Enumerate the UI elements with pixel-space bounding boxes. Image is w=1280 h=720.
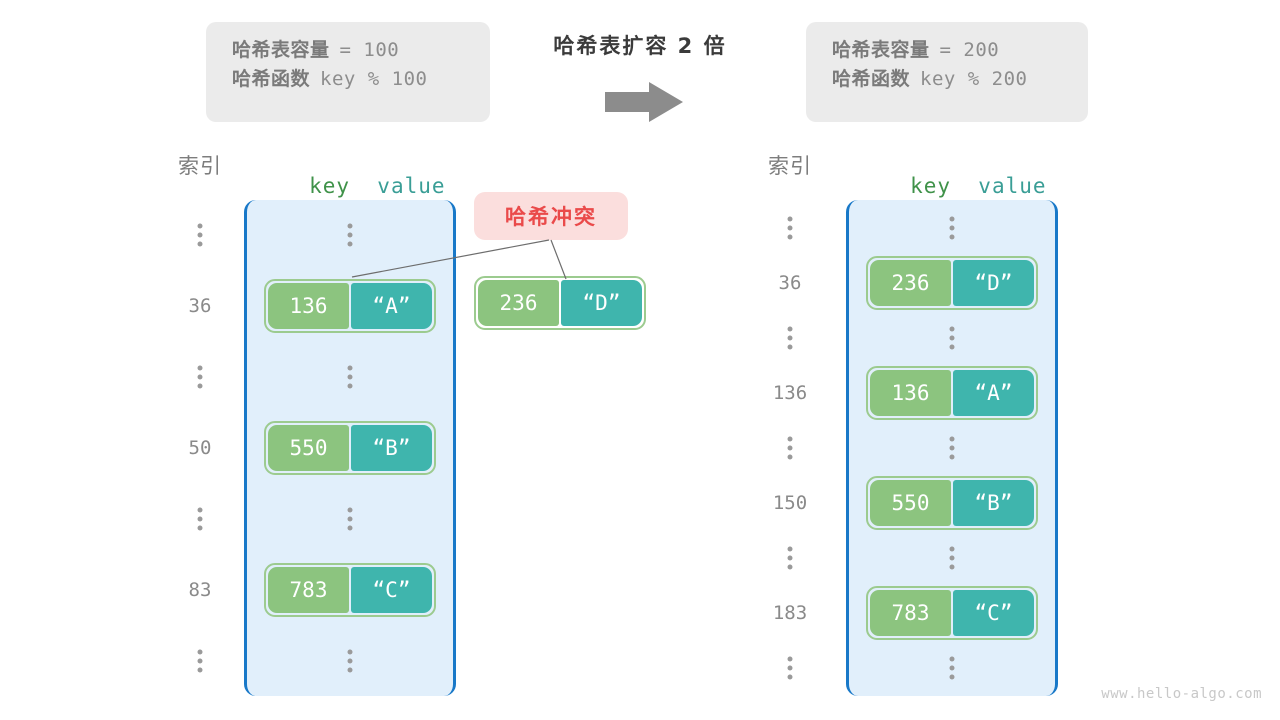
bucket-ellipsis — [949, 546, 955, 570]
table-entry: 550“B” — [264, 421, 436, 475]
index-ellipsis — [197, 223, 203, 247]
index-label: 150 — [772, 492, 808, 515]
leader-line-to-236 — [550, 239, 567, 280]
left-kv-header: key value — [245, 150, 455, 222]
left-function-line: 哈希函数 key % 100 — [232, 65, 464, 94]
table-entry: 136“A” — [264, 279, 436, 334]
right-capacity-value: = 200 — [939, 39, 1000, 61]
left-function-label: 哈希函数 — [232, 68, 311, 91]
right-function-value: key % 200 — [920, 68, 1028, 91]
bucket-ellipsis — [347, 507, 353, 531]
left-index-header: 索引 — [178, 154, 222, 178]
collision-entry-value: “D” — [561, 280, 642, 326]
table-entry: 550“B” — [866, 476, 1038, 531]
bucket-ellipsis — [949, 216, 955, 240]
bucket-ellipsis — [949, 656, 955, 680]
right-capacity-line: 哈希表容量 = 200 — [832, 36, 1062, 65]
transform-title: 哈希表扩容 2 倍 — [553, 34, 727, 58]
left-hashtable-info-box: 哈希表容量 = 100 哈希函数 key % 100 — [206, 22, 490, 122]
bucket-ellipsis — [949, 436, 955, 460]
right-kv-header: key value — [846, 150, 1056, 222]
bucket-ellipsis — [347, 365, 353, 389]
entry-value: “B” — [351, 425, 432, 471]
index-label: 83 — [188, 578, 212, 601]
table-entry: 136“A” — [866, 365, 1038, 420]
index-label: 36 — [778, 271, 802, 294]
right-value-header: value — [978, 174, 1047, 198]
index-label: 50 — [188, 437, 212, 459]
entry-value: “A” — [953, 369, 1034, 416]
entry-key: 136 — [268, 283, 349, 330]
entry-key: 236 — [870, 259, 951, 306]
right-key-header: key — [910, 174, 951, 198]
index-label: 36 — [188, 295, 212, 318]
left-key-header: key — [309, 174, 350, 198]
right-function-label: 哈希函数 — [832, 68, 911, 91]
index-ellipsis — [787, 546, 793, 570]
entry-key: 783 — [268, 566, 349, 613]
entry-value: “C” — [953, 590, 1034, 637]
table-entry: 783“C” — [866, 586, 1038, 641]
entry-key: 783 — [870, 590, 951, 637]
index-ellipsis — [787, 216, 793, 240]
collision-entry: 236 “D” — [474, 276, 646, 330]
index-ellipsis — [787, 436, 793, 460]
right-index-header: 索引 — [768, 154, 812, 178]
index-ellipsis — [197, 365, 203, 389]
bucket-ellipsis — [347, 649, 353, 673]
site-watermark: www.hello-algo.com — [1101, 686, 1262, 702]
bucket-ellipsis — [949, 326, 955, 350]
index-label: 183 — [772, 602, 808, 625]
entry-value: “A” — [351, 283, 432, 330]
right-arrow-icon — [605, 82, 683, 122]
entry-key: 136 — [870, 369, 951, 416]
entry-value: “D” — [953, 259, 1034, 306]
bucket-ellipsis — [347, 223, 353, 247]
index-ellipsis — [197, 649, 203, 673]
index-ellipsis — [787, 656, 793, 680]
index-ellipsis — [197, 507, 203, 531]
index-label: 136 — [772, 381, 808, 404]
right-hashtable-info-box: 哈希表容量 = 200 哈希函数 key % 200 — [806, 22, 1088, 122]
right-capacity-label: 哈希表容量 — [832, 39, 930, 61]
hash-collision-badge: 哈希冲突 — [474, 192, 628, 240]
left-function-value: key % 100 — [320, 68, 428, 91]
entry-key: 550 — [870, 480, 951, 527]
entry-key: 550 — [268, 425, 349, 471]
right-function-line: 哈希函数 key % 200 — [832, 65, 1062, 94]
index-ellipsis — [787, 326, 793, 350]
left-value-header: value — [377, 174, 446, 198]
collision-entry-key: 236 — [478, 280, 559, 326]
left-capacity-value: = 100 — [339, 39, 400, 61]
entry-value: “C” — [351, 566, 432, 613]
entry-value: “B” — [953, 480, 1034, 527]
table-entry: 783“C” — [264, 562, 436, 617]
table-entry: 236“D” — [866, 255, 1038, 310]
left-capacity-line: 哈希表容量 = 100 — [232, 36, 464, 65]
left-capacity-label: 哈希表容量 — [232, 39, 330, 61]
